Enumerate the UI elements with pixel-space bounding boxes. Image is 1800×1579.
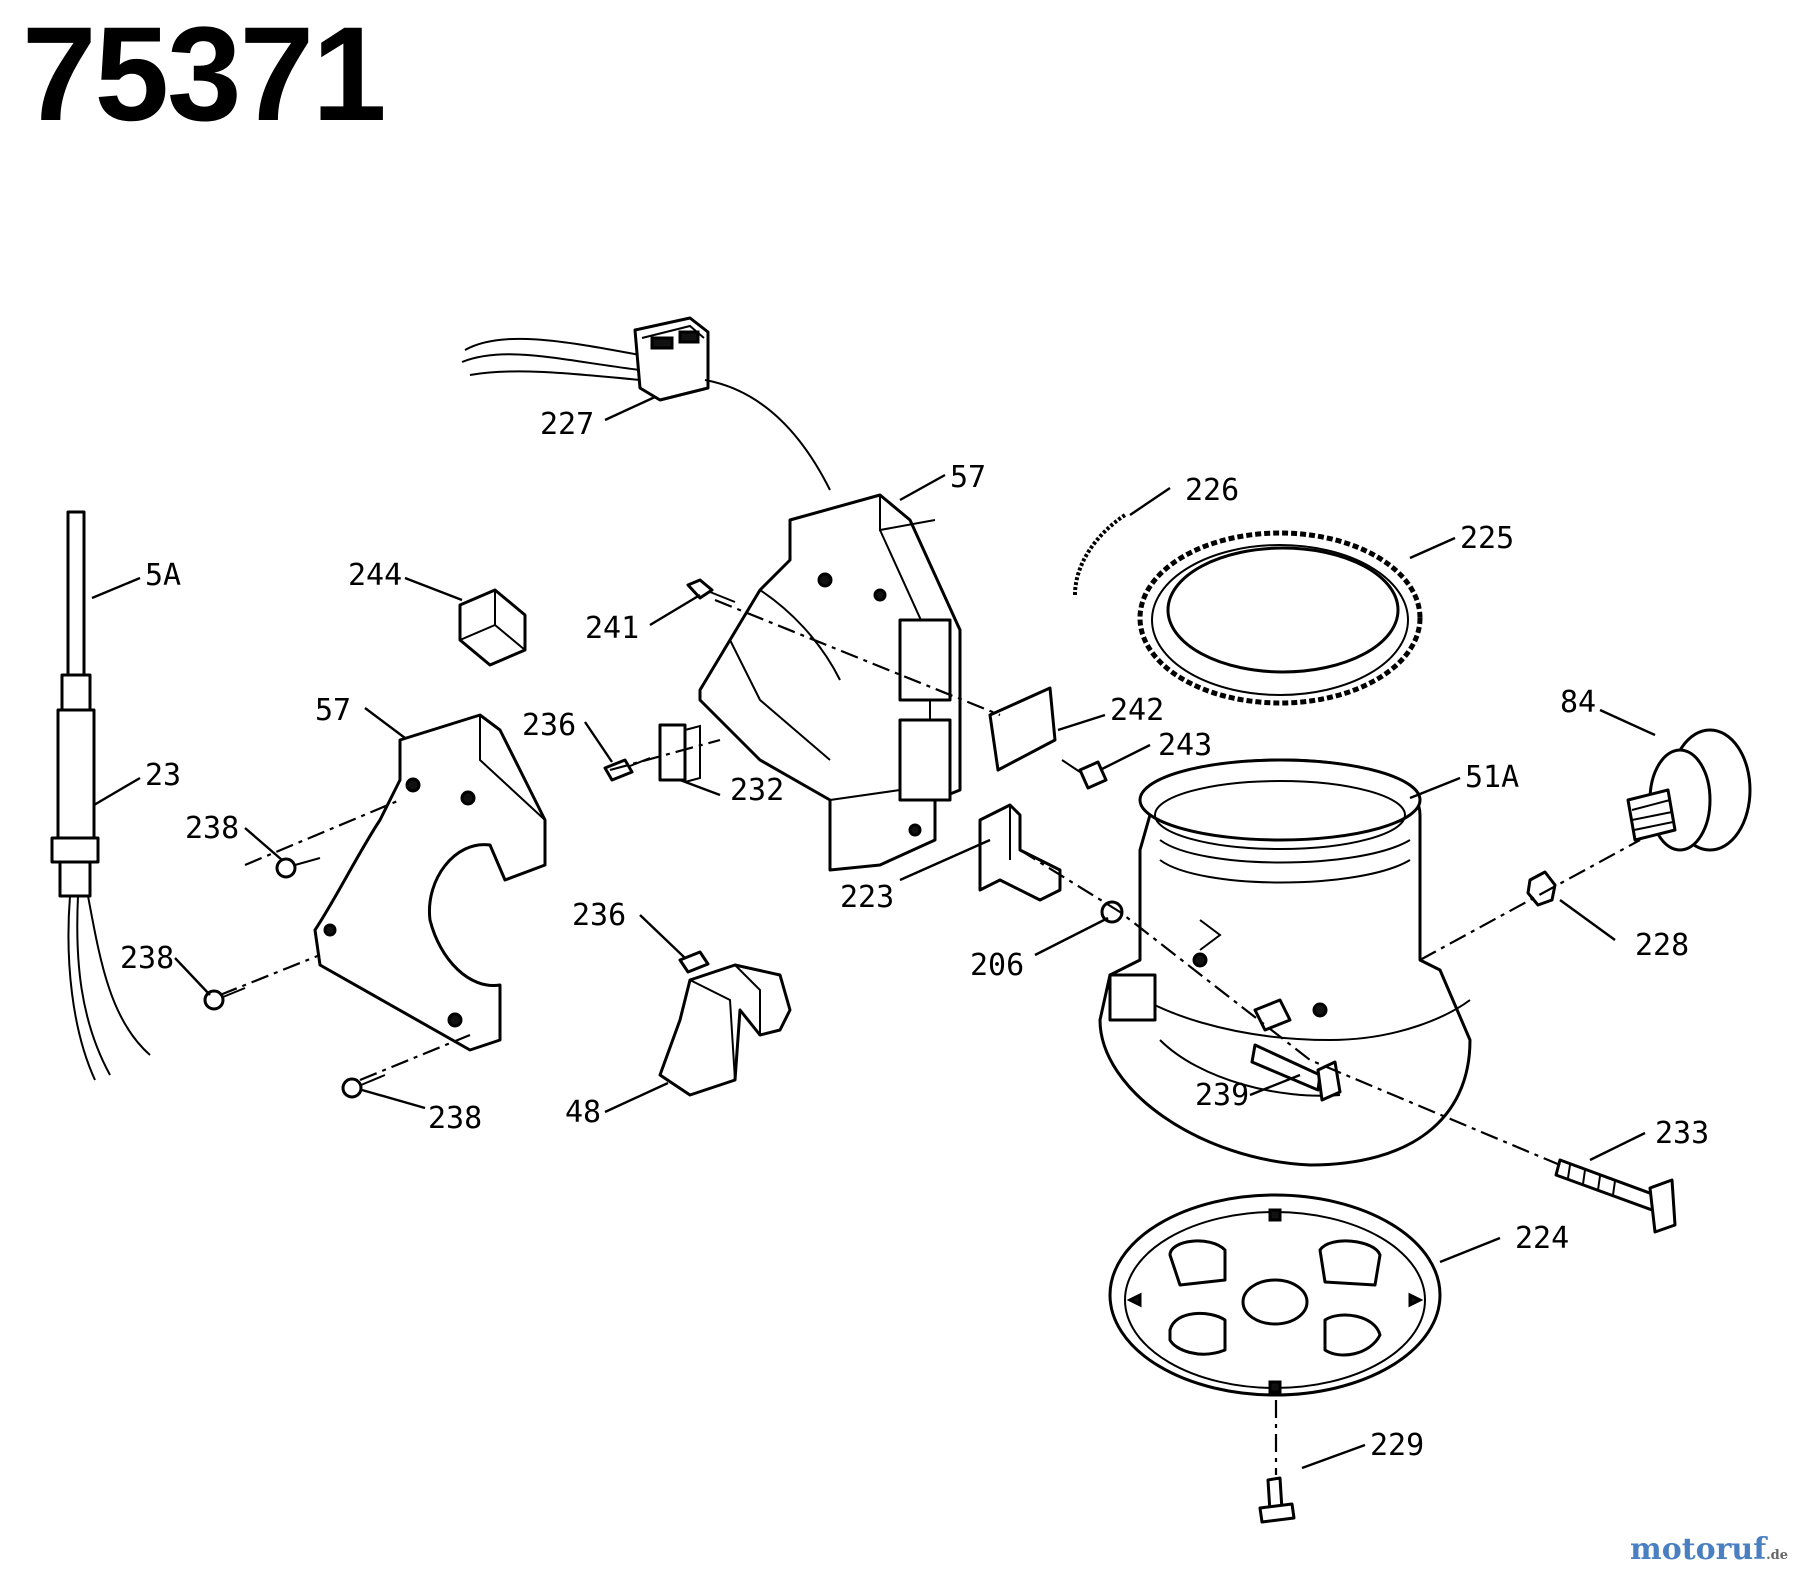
callout-labels: 227 57 226 225 5A 244 241 57 236 242 243… (120, 407, 1709, 1463)
part-206-nut (1100, 900, 1124, 924)
watermark-text: motoruf (1629, 1532, 1767, 1567)
part-239-bolt (1250, 1043, 1342, 1102)
label-57-lower: 57 (315, 693, 351, 728)
part-5a-rod (60, 510, 92, 717)
part-228-nut (1526, 870, 1557, 907)
leader-lines (91, 395, 1656, 1470)
label-57-upper: 57 (950, 460, 986, 495)
part-225-ring (1137, 530, 1423, 706)
part-84-knob (1626, 728, 1752, 852)
label-243: 243 (1158, 728, 1212, 763)
label-23: 23 (145, 758, 181, 793)
label-238-a: 238 (185, 811, 239, 846)
label-228: 228 (1635, 928, 1689, 963)
label-224: 224 (1515, 1221, 1569, 1256)
part-48-handle (658, 963, 792, 1097)
part-238-screw-b (203, 987, 246, 1011)
label-238-b: 238 (120, 941, 174, 976)
label-227: 227 (540, 407, 594, 442)
part-242-plate (988, 686, 1057, 772)
part-232-clip (658, 723, 701, 783)
label-226: 226 (1185, 473, 1239, 508)
part-57-lower-clamp (313, 713, 547, 1052)
part-238-screw-a (275, 857, 321, 879)
part-224-base-plate (1108, 1193, 1442, 1397)
label-233: 233 (1655, 1116, 1709, 1151)
label-242: 242 (1110, 693, 1164, 728)
part-238-screw-c (341, 1074, 386, 1099)
part-57-upper-housing (698, 493, 962, 872)
label-236-lower: 236 (572, 898, 626, 933)
part-51a-housing (1098, 758, 1472, 1167)
label-5a: 5A (145, 558, 181, 593)
label-84: 84 (1560, 685, 1596, 720)
label-241: 241 (585, 611, 639, 646)
watermark-logo: motoruf.de (1630, 1532, 1788, 1567)
label-223: 223 (840, 880, 894, 915)
part-229-screw (1258, 1476, 1296, 1524)
part-241-screw (686, 578, 736, 603)
assembly-axes (219, 598, 1641, 1475)
label-238-c: 238 (428, 1101, 482, 1136)
label-229: 229 (1370, 1428, 1424, 1463)
part-244-bracket (458, 588, 527, 667)
part-233-bolt (1554, 1158, 1677, 1234)
label-48: 48 (565, 1095, 601, 1130)
part-223-bracket (978, 803, 1062, 902)
part-23-holder (50, 708, 151, 1081)
label-225: 225 (1460, 521, 1514, 556)
label-236-upper: 236 (522, 708, 576, 743)
label-239: 239 (1195, 1078, 1249, 1113)
part-236-screw-lower (678, 950, 710, 974)
label-244: 244 (348, 558, 402, 593)
diagram-number: 75371 (22, 0, 387, 149)
label-206: 206 (970, 948, 1024, 983)
part-227-switch (461, 316, 831, 491)
watermark-suffix: .de (1766, 1548, 1788, 1563)
label-232: 232 (730, 773, 784, 808)
part-226-spring (1073, 513, 1127, 596)
label-51a: 51A (1465, 760, 1519, 795)
part-243-screw (1061, 759, 1108, 790)
